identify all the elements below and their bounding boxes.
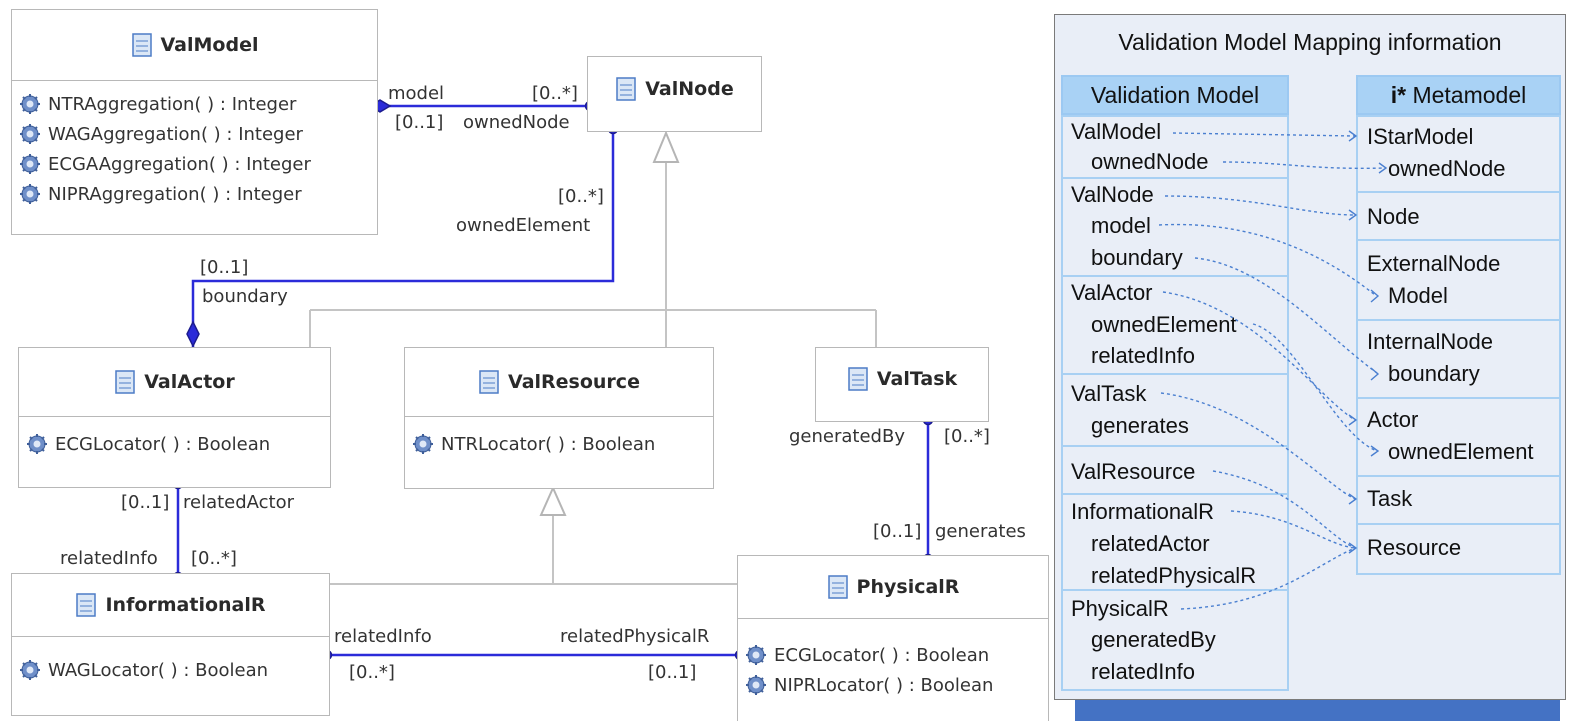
- class-icon: [131, 33, 152, 57]
- class-name: ValActor: [144, 371, 235, 393]
- multiplicity-label: [0..1]: [873, 521, 922, 542]
- mapping-source-item: ValNode: [1071, 182, 1154, 207]
- role-label-relatedphysicalr: relatedPhysicalR: [560, 626, 710, 647]
- mapping-source-item: ValResource: [1071, 459, 1196, 484]
- mapping-source-item: ValModel: [1071, 119, 1162, 144]
- class-valtask[interactable]: ValTask: [815, 347, 989, 422]
- mapping-target-item: boundary: [1388, 361, 1480, 386]
- metamodel-header: i* Metamodel: [1356, 75, 1561, 115]
- operation-gear-icon: [413, 434, 433, 454]
- class-name: InformationalR: [105, 594, 266, 616]
- operation-gear-icon: [20, 94, 40, 114]
- multiplicity-label: [0..*]: [558, 186, 604, 207]
- class-icon: [848, 367, 868, 391]
- multiplicity-label: [0..1]: [121, 492, 170, 513]
- class-valmodel[interactable]: ValModel NTRAggregation( ) : Integer WAG…: [11, 9, 378, 235]
- operation: WAGLocator( ) : Boolean: [12, 655, 329, 685]
- mapping-source-item: boundary: [1091, 245, 1183, 270]
- mapping-title: Validation Model Mapping information: [1118, 29, 1502, 55]
- operation-gear-icon: [20, 184, 40, 204]
- role-label-relatedinfo: relatedInfo: [334, 626, 432, 647]
- validation-model-header: Validation Model: [1061, 75, 1289, 115]
- mapping-source-item: ownedElement: [1091, 312, 1237, 337]
- mapping-group: [1356, 523, 1561, 575]
- operation: ECGLocator( ) : Boolean: [738, 640, 1048, 670]
- role-label-generates: generates: [935, 521, 1026, 542]
- mapping-source-item: ownedNode: [1091, 149, 1209, 174]
- operation-gear-icon: [746, 675, 766, 695]
- mapping-target-item: ownedElement: [1388, 439, 1534, 464]
- class-icon: [616, 77, 637, 101]
- mapping-source-item: ValTask: [1071, 381, 1147, 406]
- role-label-model: model: [388, 83, 445, 104]
- class-valresource[interactable]: ValResource NTRLocator( ) : Boolean: [404, 347, 714, 489]
- mapping-source-item: generates: [1091, 413, 1189, 438]
- operation: ECGAAggregation( ) : Integer: [12, 149, 377, 179]
- operation: ECGLocator( ) : Boolean: [19, 429, 330, 459]
- operation: NIPRAggregation( ) : Integer: [12, 179, 377, 209]
- multiplicity-label: [0..*]: [944, 426, 990, 447]
- role-label-relatedinfo: relatedInfo: [60, 548, 158, 569]
- operation: WAGAggregation( ) : Integer: [12, 119, 377, 149]
- class-physicalr[interactable]: PhysicalR ECGLocator( ) : Boolean NIPRLo…: [737, 555, 1049, 721]
- class-name: ValModel: [160, 34, 259, 56]
- class-name: PhysicalR: [856, 576, 960, 598]
- role-label-boundary: boundary: [202, 286, 288, 307]
- mapping-target-item: Node: [1367, 204, 1420, 229]
- operation: NIPRLocator( ) : Boolean: [738, 670, 1048, 700]
- composition-diamond: [186, 320, 200, 348]
- class-informationalr[interactable]: InformationalR WAGLocator( ) : Boolean: [11, 573, 330, 716]
- class-valnode[interactable]: ValNode: [587, 56, 762, 132]
- mapping-group: [1061, 589, 1289, 691]
- mapping-source-item: relatedActor: [1091, 531, 1210, 556]
- role-label-relatedactor: relatedActor: [183, 492, 295, 513]
- multiplicity-label: [0..*]: [532, 83, 578, 104]
- mapping-source-item: ValActor: [1071, 280, 1153, 305]
- class-icon: [115, 370, 135, 394]
- class-name: ValTask: [876, 368, 958, 390]
- mapping-source-item: relatedPhysicalR: [1091, 563, 1257, 588]
- multiplicity-label: [0..*]: [191, 548, 237, 569]
- mapping-target-item: ExternalNode: [1367, 251, 1501, 276]
- multiplicity-label: [0..1]: [200, 257, 249, 278]
- class-valactor[interactable]: ValActor ECGLocator( ) : Boolean: [18, 347, 331, 488]
- mapping-target-item: Model: [1388, 283, 1448, 308]
- mapping-target-item: Task: [1367, 486, 1413, 511]
- mapping-source-item: relatedInfo: [1091, 659, 1195, 684]
- mapping-arrows: [1158, 130, 1388, 610]
- generalization-arrow: [652, 130, 680, 163]
- operation-gear-icon: [20, 660, 40, 680]
- operation-gear-icon: [20, 124, 40, 144]
- mapping-target-item: IStarModel: [1367, 124, 1474, 149]
- multiplicity-label: [0..*]: [349, 662, 395, 683]
- class-name: ValResource: [508, 371, 640, 393]
- multiplicity-label: [0..1]: [395, 112, 444, 133]
- operation-gear-icon: [20, 154, 40, 174]
- mapping-target-item: InternalNode: [1367, 329, 1493, 354]
- operation: NTRLocator( ) : Boolean: [405, 429, 713, 459]
- mapping-source-item: InformationalR: [1071, 499, 1215, 524]
- operation: NTRAggregation( ) : Integer: [12, 89, 377, 119]
- role-label-ownedelement: ownedElement: [456, 215, 591, 236]
- class-icon: [76, 593, 97, 617]
- mapping-source-item: PhysicalR: [1071, 596, 1169, 621]
- mapping-target-item: ownedNode: [1388, 156, 1506, 181]
- mapping-target-item: Actor: [1367, 407, 1419, 432]
- operation-gear-icon: [746, 645, 766, 665]
- class-icon: [827, 575, 848, 599]
- class-icon: [479, 370, 499, 394]
- mapping-panel: Validation Model Mapping information Val…: [1054, 14, 1566, 700]
- mapping-target-item: Resource: [1367, 535, 1462, 560]
- mapping-source-item: model: [1091, 213, 1151, 238]
- generalization-arrow: [539, 485, 567, 516]
- operation-gear-icon: [27, 434, 47, 454]
- class-name: ValNode: [645, 78, 734, 100]
- role-label-ownednode: ownedNode: [463, 112, 570, 133]
- role-label-generatedby: generatedBy: [789, 426, 905, 447]
- mapping-source-item: relatedInfo: [1091, 343, 1195, 368]
- multiplicity-label: [0..1]: [648, 662, 697, 683]
- mapping-source-item: generatedBy: [1091, 627, 1216, 652]
